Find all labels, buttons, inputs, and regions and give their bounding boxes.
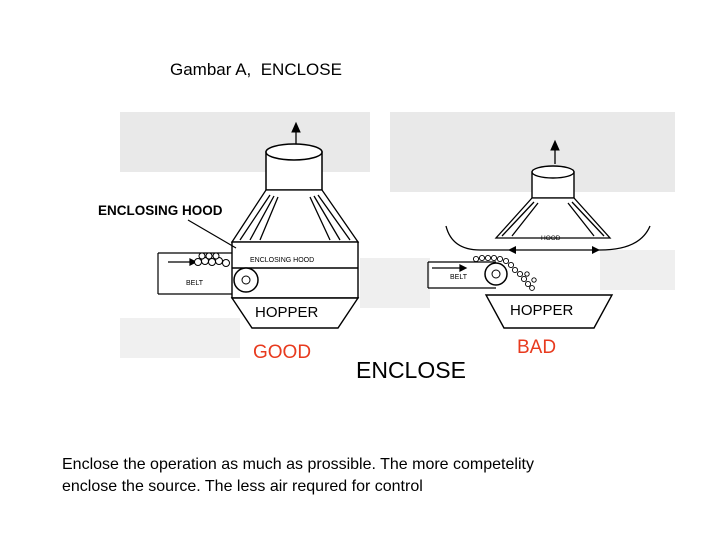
right-belt-conveyor [427,261,496,289]
right-air-flow-curve [445,225,651,251]
right-air-arrow-left [508,246,516,254]
left-belt-conveyor [157,252,232,295]
enclosing-hood-leader [187,219,237,249]
left-pulley-hub [241,275,251,285]
caption: Enclose the operation as much as prossib… [62,454,662,498]
right-exhaust-arrow [550,139,560,164]
caption-line-1: Enclose the operation as much as prossib… [62,456,534,473]
left-belt-label: BELT [186,280,204,287]
left-material-pile [194,252,230,267]
left-duct [265,143,323,191]
right-air-arrow-right [592,246,600,254]
enclosing-hood-label: ENCLOSING HOOD [98,203,223,218]
left-hood [230,189,360,243]
right-hood [494,197,612,239]
right-hood-label: HOOD [541,235,561,242]
right-hopper [484,294,614,329]
page-title: Gambar A, ENCLOSE [170,60,342,79]
bad-label: BAD [517,337,556,358]
enclose-label: ENCLOSE [356,357,466,383]
right-belt-label: BELT [450,274,468,281]
right-material-spill [472,254,537,291]
left-hopper-label: HOPPER [255,304,319,321]
caption-line-2: enclose the source. The less air requred… [62,478,423,495]
right-hopper-label: HOPPER [510,302,574,319]
left-hood-label: ENCLOSING HOOD [250,257,314,264]
good-label: GOOD [253,342,311,363]
right-duct [531,165,575,199]
right-pulley-hub [491,269,501,279]
